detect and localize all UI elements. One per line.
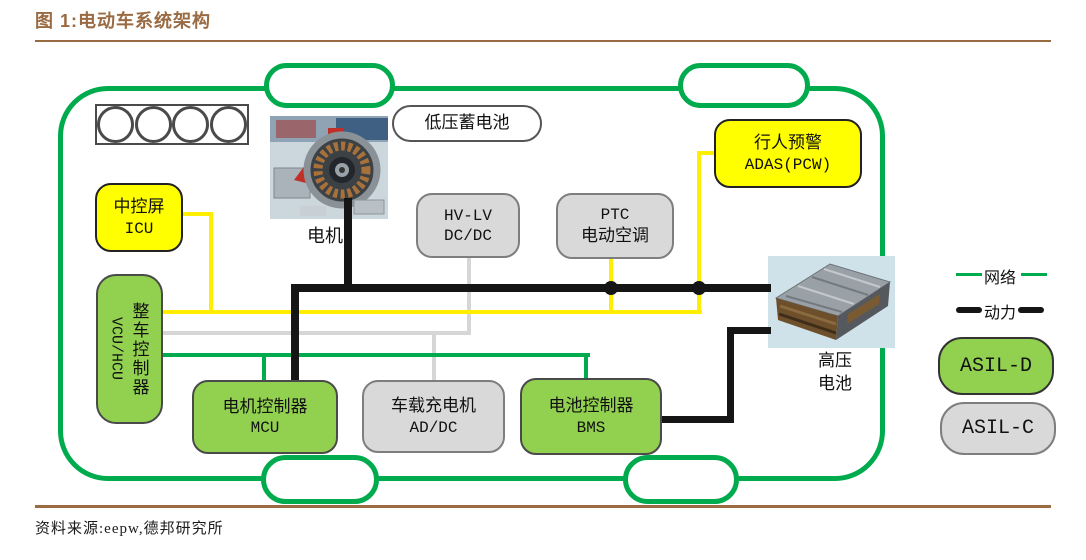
source-line: 资料来源:eepw,德邦研究所 [35,521,224,537]
wire-icu-stub [181,212,213,216]
legend-network-line-icon [956,273,982,276]
power-junction-dot [604,281,618,295]
wheel-bottom-left [261,455,379,504]
node-obc: 车载充电机 AD/DC [362,380,505,453]
adas-line1: 行人预警 [754,133,822,153]
node-icu: 中控屏 ICU [95,183,183,252]
legend-power-line-icon [1018,307,1044,313]
icu-line1: 中控屏 [113,197,165,217]
motor-label: 电机 [307,226,343,246]
legend-power-line-icon [956,307,982,313]
adas-line2: ADAS(PCW) [744,155,832,174]
wire-motor-power [344,198,352,290]
hv-battery-label: 高压 电池 [800,350,870,396]
wire-obc-drop [432,333,436,381]
cylinder-circle-icon [172,106,210,143]
node-lv-battery: 低压蓄电池 [392,105,542,142]
cylinder-circle-icon [97,106,135,143]
wire-dcdc-drop [467,257,471,335]
dcdc-line2: DC/DC [443,226,492,245]
motor-image [270,116,388,219]
node-ptc: PTC 电动空调 [556,193,674,259]
wire-bms-power-riser [727,327,734,423]
ptc-line1: PTC [600,205,630,224]
asil-c-label: ASIL-C [961,417,1034,440]
hv-battery-image [768,256,895,348]
wire-mcu-power-drop [291,288,299,381]
bms-line2: BMS [576,418,606,437]
obc-line2: AD/DC [409,418,458,437]
wire-power-trunk [291,284,771,292]
wire-adas-drop [697,151,701,314]
figure-title: 图 1:电动车系统架构 [35,11,212,31]
wire-bms-green-drop [584,355,588,380]
wire-green-bus [160,353,590,357]
legend-asil-d-badge: ASIL-D [938,337,1054,395]
power-junction-dot [692,281,706,295]
node-bms: 电池控制器 BMS [520,378,662,455]
wheel-top-left [264,63,395,108]
legend-network-line-icon [1021,273,1047,276]
ptc-line2: 电动空调 [581,225,649,245]
footer-divider [35,505,1051,508]
dcdc-line1: HV-LV [443,206,492,225]
cylinder-circle-icon [209,106,247,143]
hv-battery-label-line2: 电池 [818,373,852,393]
mcu-line2: MCU [250,419,280,438]
node-adas: 行人预警 ADAS(PCW) [714,119,862,188]
wire-battery-power-in [727,327,771,334]
node-vcu: VCU/HCU 整车控制器 [96,274,163,424]
node-dcdc: HV-LV DC/DC [416,193,520,258]
vcu-en-label: VCU/HCU [107,317,125,381]
icu-line2: ICU [124,219,154,238]
asil-d-label: ASIL-D [959,354,1032,378]
wheel-bottom-right [623,455,739,504]
wire-icu-drop [209,212,213,314]
wire-yellow-bus [160,310,702,314]
wire-bms-power-out [658,416,734,423]
lv-battery-label: 低压蓄电池 [424,113,510,133]
mcu-line1: 电机控制器 [222,396,308,416]
wheel-top-right [678,63,810,108]
title-divider [35,40,1051,42]
legend-power-label: 动力 [984,305,1017,322]
node-mcu: 电机控制器 MCU [192,380,338,454]
legend-network-label: 网络 [984,270,1017,287]
wire-mcu-green-drop [262,355,266,382]
legend-asil-c-badge: ASIL-C [940,402,1056,455]
wire-gray-bus [160,331,469,335]
bms-line1: 电池控制器 [548,396,634,416]
wire-adas-stub [698,151,716,155]
hv-battery-label-line1: 高压 [818,351,852,370]
cylinder-icon-box [95,104,249,145]
cylinder-circle-icon [134,106,172,143]
obc-line1: 车载充电机 [391,396,476,416]
vcu-cn-label: 整车控制器 [129,301,149,397]
